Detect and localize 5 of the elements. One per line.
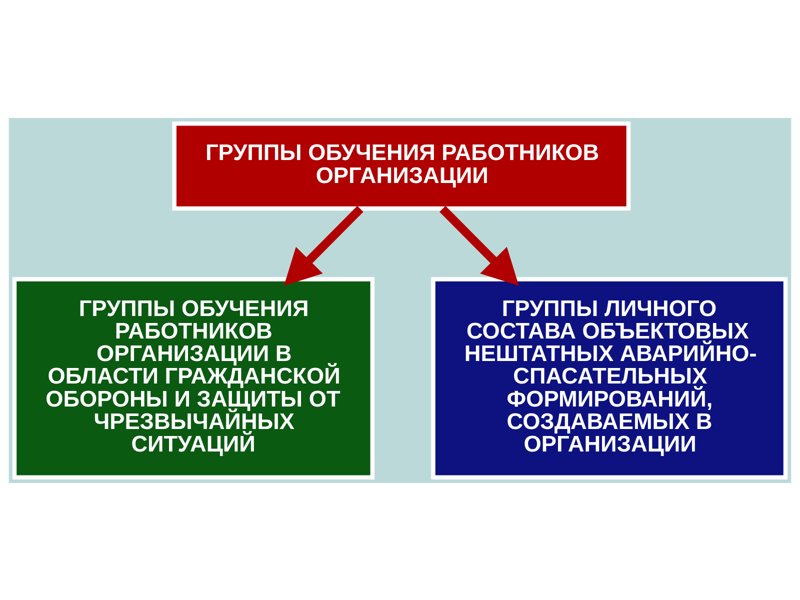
arrow [284,205,364,286]
node-box: ГРУППЫ ОБУЧЕНИЯ РАБОТНИКОВ ОРГАНИЗАЦИИ [172,121,631,210]
node-box: ГРУППЫ ОБУЧЕНИЯ РАБОТНИКОВ ОРГАНИЗАЦИИ В ОБЛАСТИ ГРАЖДАНСКОЙ ОБОРОНЫ И ЗАЩИТЫ ОТ ЧРЕЗВЫЧАЙНЫХ СИТУАЦИЙ [12,276,375,479]
node-box: ГРУППЫ ЛИЧНОГО СОСТАВА ОБЪЕКТОВЫХ НЕШТАТНЫХ АВАРИЙНО-СПАСАТЕЛЬНЫХ ФОРМИРОВАНИЙ, СОЗДАВАЕМЫХ В ОРГАНИЗАЦИИ [431,276,788,479]
arrow [439,205,519,286]
